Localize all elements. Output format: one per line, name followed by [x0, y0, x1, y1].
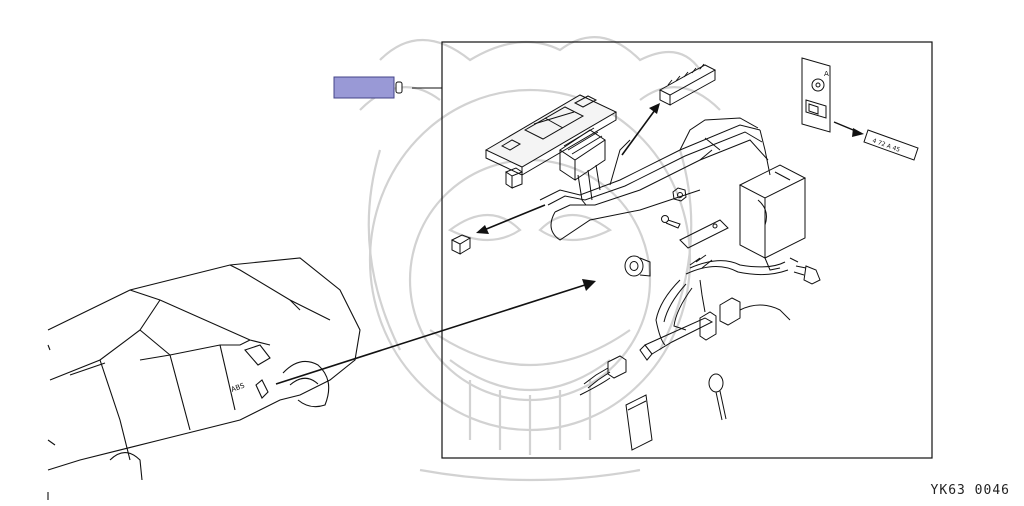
small-connector-bottom — [583, 355, 627, 389]
label-strip — [863, 129, 919, 161]
cable-tie — [708, 373, 727, 421]
nut-part — [672, 187, 687, 202]
detail-arrow-left — [476, 204, 546, 234]
pointer-arrow-car-to-detail — [275, 279, 596, 385]
control-panel-a — [801, 57, 831, 133]
callout-highlight-box — [333, 76, 395, 99]
figure-reference-code: YK63 0046 — [930, 483, 1010, 498]
callout-tab — [395, 81, 403, 94]
control-module — [738, 164, 807, 271]
wiring-harness — [639, 254, 791, 361]
detail-frame — [441, 41, 933, 459]
bolt-part — [789, 257, 821, 285]
relay-parts — [450, 167, 524, 255]
detail-arrow-right — [833, 121, 864, 137]
screw-part — [661, 215, 681, 229]
bracket-plate — [679, 219, 729, 249]
watermark-emblem — [359, 36, 721, 482]
tape-roll — [624, 255, 651, 277]
bottom-cable — [579, 377, 611, 396]
vehicle-outline — [47, 257, 361, 500]
instruction-sheet — [625, 394, 653, 451]
connector-strip-top — [658, 63, 717, 106]
detail-arrow-up — [621, 103, 660, 156]
main-connector — [539, 117, 771, 241]
display-unit — [484, 94, 618, 176]
panel-letter-label: A — [824, 70, 829, 78]
door-lock-text: ABS — [230, 381, 246, 393]
